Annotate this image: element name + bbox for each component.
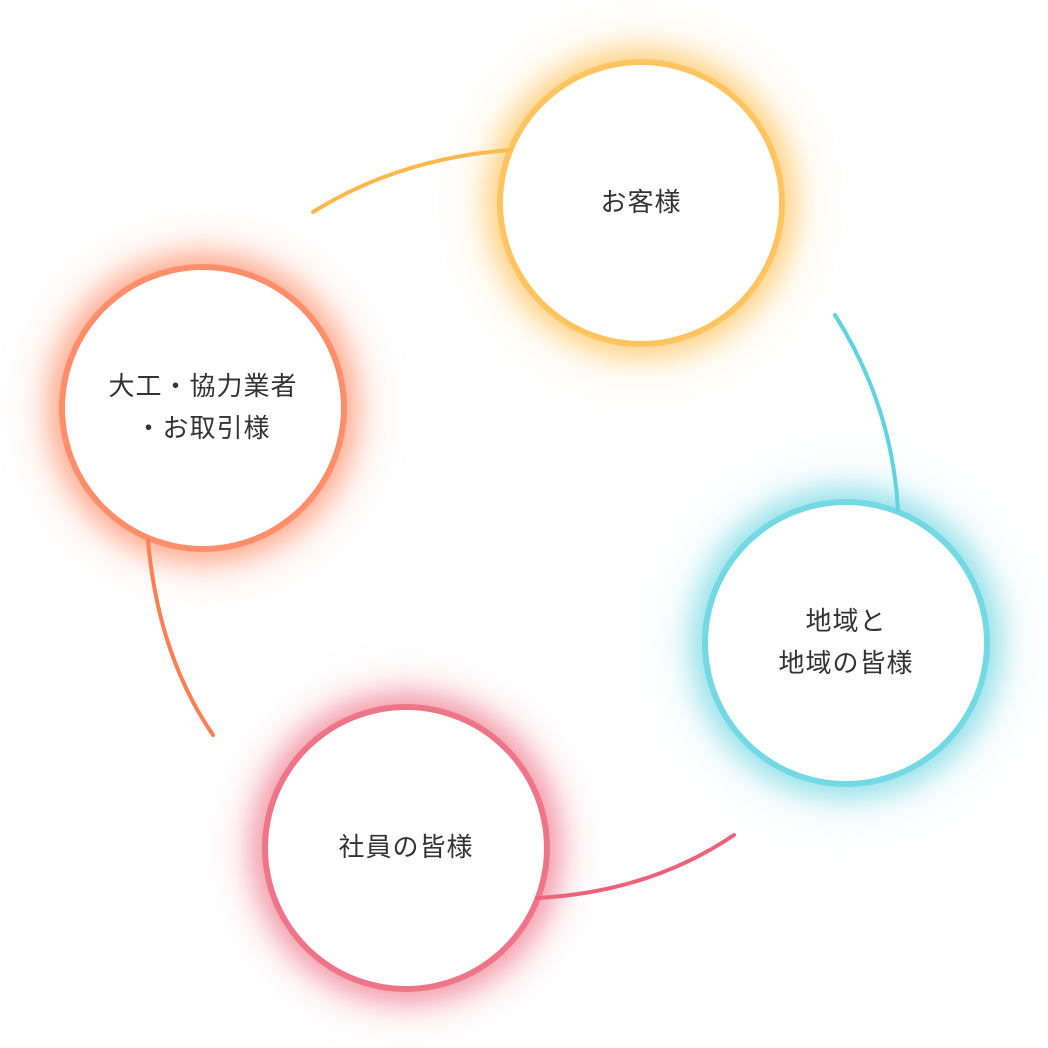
arc-partners-to-customers xyxy=(311,148,512,214)
node-community: 地域と 地域の皆様 xyxy=(708,505,984,781)
node-employees-label: 社員の皆様 xyxy=(338,827,473,869)
node-partners-line-1: 大工・協力業者 xyxy=(108,372,298,402)
arc-employees-to-partners xyxy=(146,538,215,737)
node-customers: お客様 xyxy=(503,65,779,341)
node-partners-label: 大工・協力業者 ・お取引様 xyxy=(108,366,297,450)
node-employees: 社員の皆様 xyxy=(268,710,544,986)
node-employees-line-1: 社員の皆様 xyxy=(338,833,474,863)
arc-community-to-employees xyxy=(535,833,736,900)
node-customers-label: お客様 xyxy=(600,182,681,224)
node-partners-line-2: ・お取引様 xyxy=(135,414,271,444)
arc-customers-to-community xyxy=(833,313,900,512)
node-customers-line-1: お客様 xyxy=(600,188,682,218)
node-community-line-1: 地域と xyxy=(805,607,887,637)
node-partners: 大工・協力業者 ・お取引様 xyxy=(65,270,341,546)
node-community-label: 地域と 地域の皆様 xyxy=(778,601,913,685)
node-community-line-2: 地域の皆様 xyxy=(778,649,914,679)
